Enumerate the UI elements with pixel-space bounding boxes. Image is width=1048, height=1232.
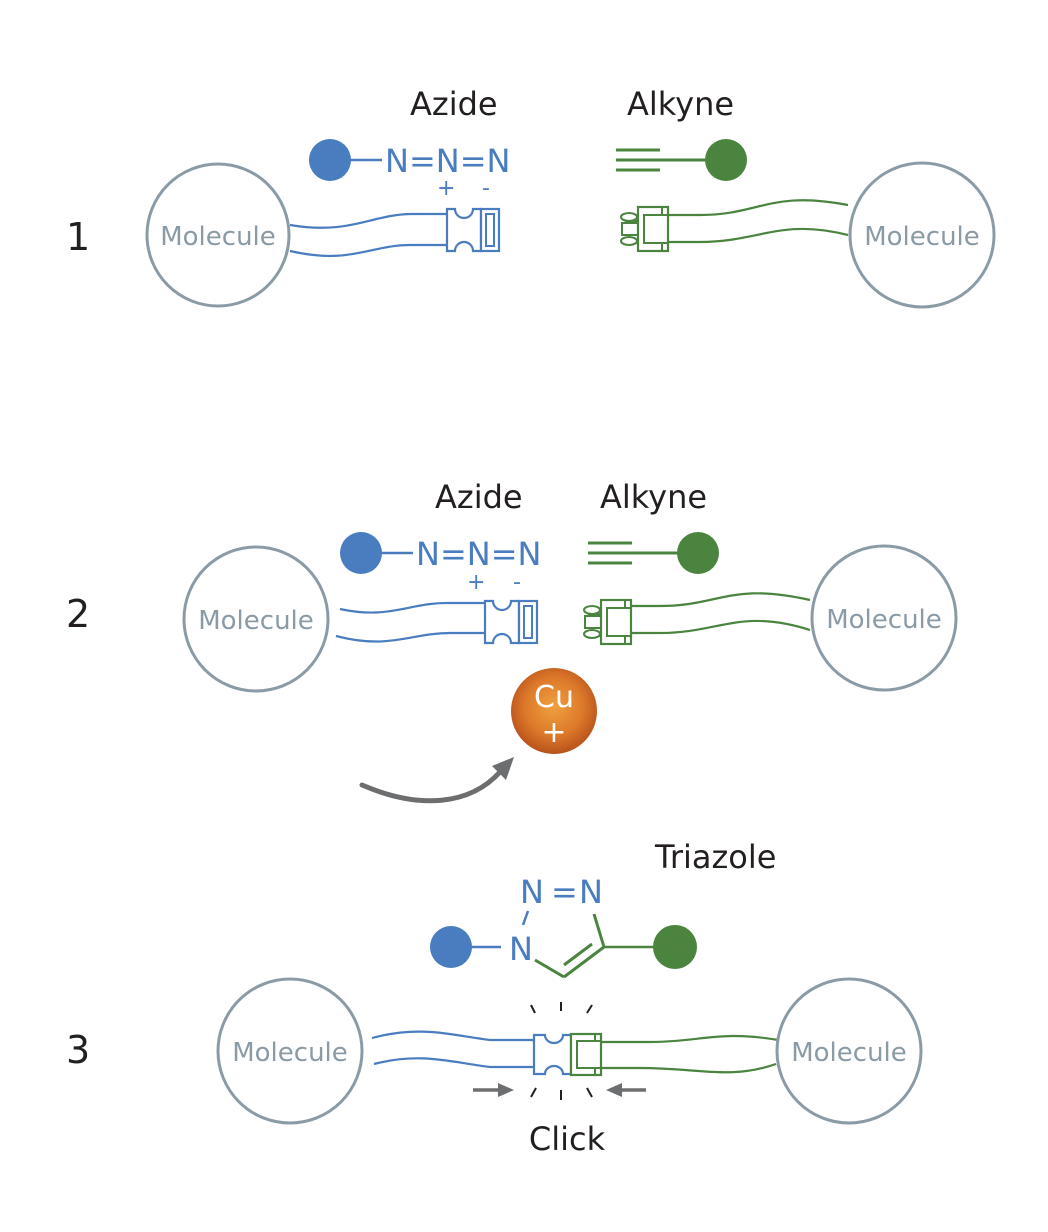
- molecule-left: [216, 977, 364, 1125]
- step-number: 2: [66, 592, 90, 636]
- connected-buckle-icon: [532, 1032, 603, 1077]
- blue-strap: [289, 212, 447, 258]
- azide-label: Azide: [410, 85, 498, 123]
- step-3: 3 Triazole N N = N Molecule: [66, 838, 923, 1158]
- azide-formula: N=N=N: [416, 535, 541, 573]
- blue-buckle-icon: [445, 207, 501, 253]
- molecule-left: [145, 162, 291, 308]
- alkyne-substituent-dot: [653, 925, 697, 969]
- green-strap: [628, 592, 811, 635]
- alkyne-triple-bond: [588, 541, 678, 565]
- copper-ion-icon: [511, 668, 597, 754]
- triazole-eq: =: [551, 873, 578, 911]
- charge-plus: +: [467, 570, 485, 595]
- blue-buckle-icon: [483, 599, 539, 645]
- push-arrow-left-icon: [606, 1083, 646, 1097]
- blue-strap: [371, 1030, 534, 1069]
- azide-substituent-dot: [340, 532, 382, 574]
- curved-arrow-icon: [359, 757, 514, 804]
- green-strap: [666, 199, 849, 244]
- molecule-left-label: Molecule: [160, 222, 276, 252]
- alkyne-triple-bond: [616, 148, 705, 172]
- alkyne-substituent-dot: [705, 139, 747, 181]
- molecule-right-label: Molecule: [864, 222, 980, 252]
- molecule-right: [810, 544, 958, 692]
- step-number: 3: [66, 1028, 90, 1072]
- molecule-right: [775, 977, 923, 1125]
- alkyne-substituent-dot: [677, 532, 719, 574]
- push-arrow-right-icon: [473, 1083, 514, 1097]
- molecule-right-label: Molecule: [791, 1038, 907, 1068]
- copper-charge: +: [541, 715, 566, 750]
- triazole-n1: N: [509, 930, 533, 968]
- azide-substituent-dot: [309, 139, 351, 181]
- triazole-n2: N: [520, 873, 544, 911]
- green-strap: [601, 1034, 779, 1074]
- molecule-left-label: Molecule: [198, 606, 314, 636]
- triazole-structure: N N = N: [430, 873, 697, 979]
- alkyne-label: Alkyne: [627, 85, 734, 123]
- azide-substituent-dot: [430, 926, 472, 968]
- alkyne-label: Alkyne: [600, 478, 707, 516]
- click-burst-icon: [530, 1002, 593, 1100]
- molecule-left-label: Molecule: [232, 1038, 348, 1068]
- molecule-left: [182, 545, 330, 693]
- blue-strap: [335, 601, 485, 643]
- copper-catalyst: Cu +: [511, 668, 597, 754]
- molecule-right-label: Molecule: [826, 605, 942, 635]
- charge-plus: +: [437, 176, 455, 201]
- molecule-right: [848, 161, 996, 309]
- triazole-n3: N: [579, 873, 603, 911]
- step-2: 2 Azide Alkyne N=N=N + - Molecule Molecu…: [66, 478, 958, 804]
- step-number: 1: [66, 215, 90, 259]
- azide-formula: N=N=N: [385, 142, 510, 180]
- green-buckle-icon: [582, 598, 633, 646]
- charge-minus: -: [482, 176, 490, 201]
- step-1: 1 Azide Alkyne N=N=N + - Molecule Molecu…: [66, 85, 996, 309]
- azide-label: Azide: [435, 478, 523, 516]
- click-label: Click: [529, 1120, 606, 1158]
- green-buckle-icon: [619, 205, 670, 253]
- triazole-label: Triazole: [654, 838, 776, 876]
- charge-minus: -: [513, 570, 521, 595]
- copper-symbol: Cu: [534, 680, 574, 715]
